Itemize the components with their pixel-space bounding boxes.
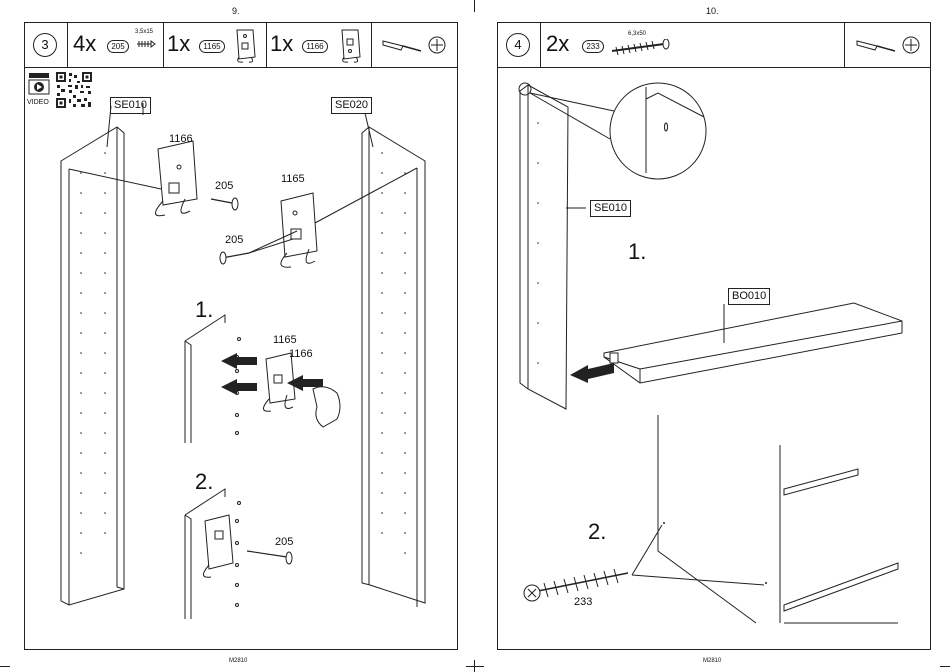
- page-number-right: 10.: [706, 6, 719, 16]
- callout-205: 205: [215, 180, 233, 192]
- instruction-page-left: 3 4x 205 3,5x15 1x 1165 1x 1166: [24, 22, 458, 650]
- callout-1166: 1166: [289, 348, 313, 360]
- substep-label: 1.: [195, 297, 213, 323]
- callout-1165: 1165: [273, 334, 297, 346]
- callout-1166: 1166: [169, 133, 193, 145]
- trim-mark: [940, 666, 950, 667]
- callout-205: 205: [225, 234, 243, 246]
- instruction-page-right: 4 2x 233 6,3x50 SE010 BO010 1. 2. 233: [497, 22, 931, 650]
- assembly-drawing-left: [25, 23, 457, 649]
- page-number-left: 9.: [232, 6, 240, 16]
- callout-205: 205: [275, 536, 293, 548]
- assembly-drawing-right: [498, 23, 930, 649]
- substep-label: 2.: [195, 469, 213, 495]
- trim-mark: [0, 666, 10, 667]
- trim-mark: [474, 0, 475, 12]
- footer-code-left: M2810: [229, 658, 247, 664]
- callout-1165: 1165: [281, 173, 305, 185]
- trim-mark: [466, 666, 484, 667]
- footer-code-right: M2810: [703, 658, 721, 664]
